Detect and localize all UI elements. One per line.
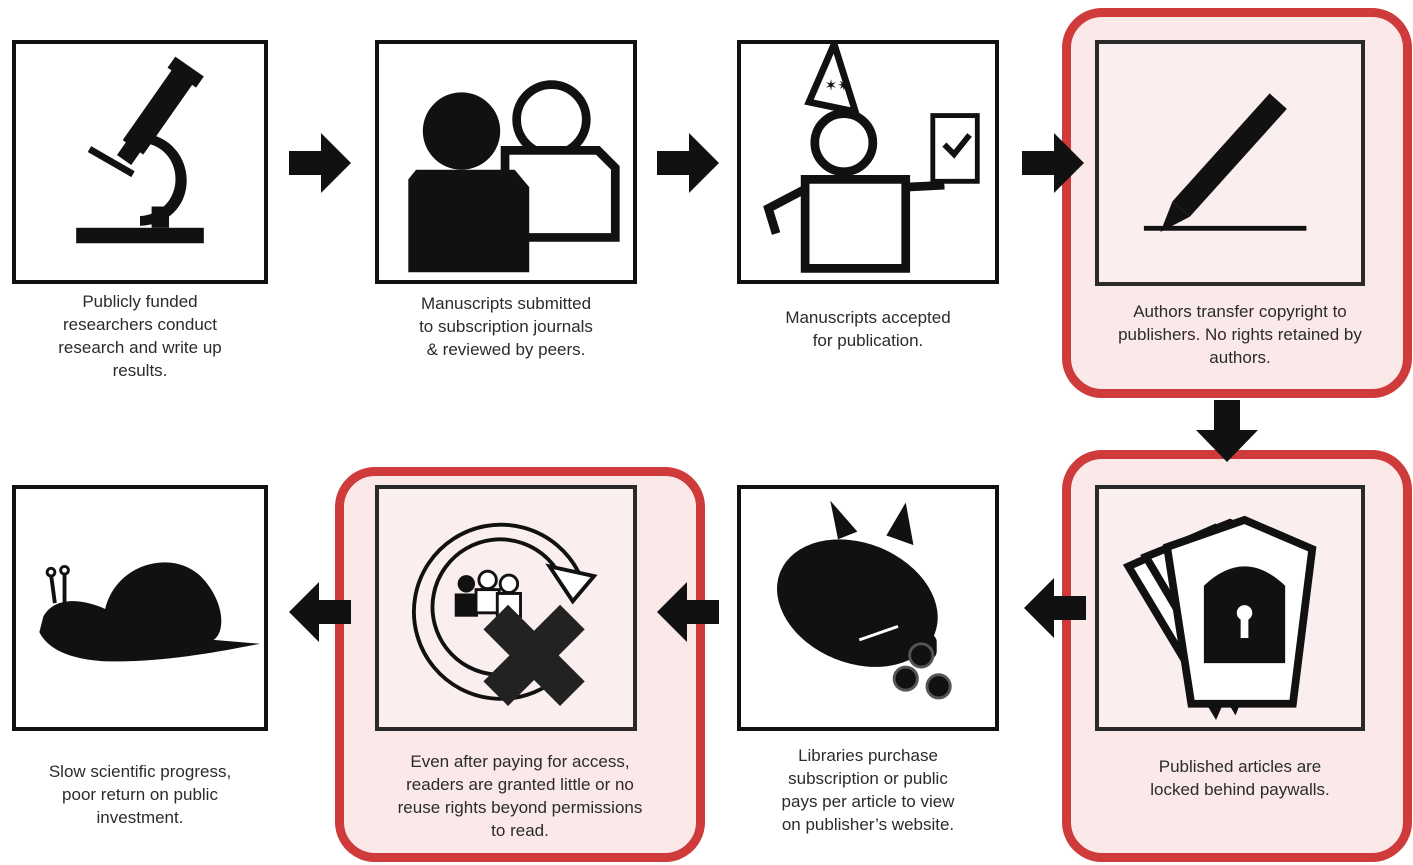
arrow-right-3 <box>1022 133 1084 198</box>
celebrating-person-icon: ✶✷ <box>763 44 980 273</box>
step-1-caption: Publicly funded researchers conduct rese… <box>12 290 268 382</box>
step-5-caption: Published articles are locked behind pay… <box>1085 755 1395 801</box>
step-4-box <box>1095 40 1365 286</box>
arrow-left-3 <box>289 582 351 647</box>
arrow-right-icon <box>289 133 351 193</box>
piggy-bank-icon <box>777 500 952 700</box>
step-1-caption-text: Publicly funded researchers conduct rese… <box>58 292 222 380</box>
arrow-left-1 <box>1024 578 1086 643</box>
step-6-caption: Libraries purchase subscription or publi… <box>737 744 999 836</box>
svg-text:✶✷: ✶✷ <box>824 76 850 94</box>
locked-books-icon <box>1122 515 1317 720</box>
step-2-caption: Manuscripts submitted to subscription jo… <box>375 292 637 361</box>
step-7-caption: Even after paying for access, readers ar… <box>355 750 685 842</box>
arrow-down <box>1196 400 1258 467</box>
step-7-box <box>375 485 637 731</box>
arrow-left-icon <box>1024 578 1086 638</box>
arrow-left-icon <box>289 582 351 642</box>
step-7-caption-text: Even after paying for access, readers ar… <box>397 752 643 840</box>
arrow-down-icon <box>1196 400 1258 462</box>
step-5-box <box>1095 485 1365 731</box>
arrow-left-icon <box>657 582 719 642</box>
step-2-caption-text: Manuscripts submitted to subscription jo… <box>419 294 593 359</box>
arrow-right-icon <box>1022 133 1084 193</box>
no-reuse-icon <box>412 522 598 707</box>
step-6-box <box>737 485 999 731</box>
step-6-caption-text: Libraries purchase subscription or publi… <box>781 746 955 834</box>
microscope-icon <box>76 56 204 244</box>
step-4-caption-text: Authors transfer copyright to publishers… <box>1118 302 1362 367</box>
step-2-box <box>375 40 637 284</box>
step-3-caption: Manuscripts accepted for publication. <box>737 306 999 352</box>
arrow-right-1 <box>289 133 351 198</box>
step-3-box: ✶✷ <box>737 40 999 284</box>
snail-icon <box>39 562 260 662</box>
arrow-right-icon <box>657 133 719 193</box>
people-icon <box>408 80 620 273</box>
pen-signing-icon <box>1143 93 1307 232</box>
step-8-caption: Slow scientific progress, poor return on… <box>12 760 268 829</box>
step-4-caption: Authors transfer copyright to publishers… <box>1085 300 1395 369</box>
step-8-box <box>12 485 268 731</box>
step-1-box <box>12 40 268 284</box>
step-8-caption-text: Slow scientific progress, poor return on… <box>48 762 232 827</box>
arrow-left-2 <box>657 582 719 647</box>
arrow-right-2 <box>657 133 719 198</box>
step-3-caption-text: Manuscripts accepted for publication. <box>785 308 951 350</box>
step-5-caption-text: Published articles are locked behind pay… <box>1150 757 1330 799</box>
